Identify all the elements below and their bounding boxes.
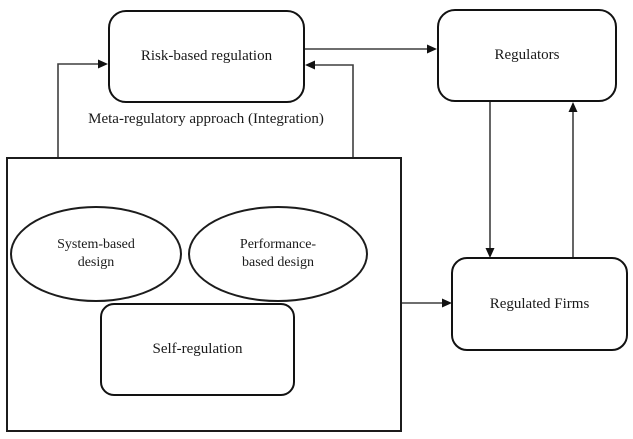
arrow-meta-container-to-risk-based-right — [305, 60, 354, 157]
meta-regulatory-container — [6, 157, 402, 432]
ellipse-performance-based-design: Performance-based design — [188, 206, 368, 302]
node-risk-based-regulation: Risk-based regulation — [108, 10, 305, 103]
ellipse-system-based-design: System-based design — [10, 206, 182, 302]
node-regulated-firms: Regulated Firms — [451, 257, 628, 351]
arrow-meta-container-to-regulated-firms — [402, 298, 452, 308]
arrow-regulated-firms-to-regulators — [568, 102, 578, 257]
node-risk-based-regulation-label: Risk-based regulation — [140, 48, 273, 65]
arrow-regulators-to-regulated-firms — [485, 102, 495, 258]
meta-regulatory-caption: Meta-regulatory approach (Integration) — [88, 111, 324, 127]
node-regulated-firms-label: Regulated Firms — [489, 295, 590, 312]
node-regulators-label: Regulators — [494, 47, 560, 64]
ellipse-performance-based-design-label: Performance-based design — [239, 236, 317, 270]
arrow-meta-container-to-risk-based-left — [57, 59, 108, 157]
node-regulators: Regulators — [437, 9, 617, 102]
arrow-risk-based-to-regulators — [305, 44, 437, 54]
ellipse-system-based-design-label: System-based design — [57, 236, 135, 270]
node-self-regulation: Self-regulation — [100, 303, 295, 396]
node-self-regulation-label: Self-regulation — [152, 341, 243, 358]
